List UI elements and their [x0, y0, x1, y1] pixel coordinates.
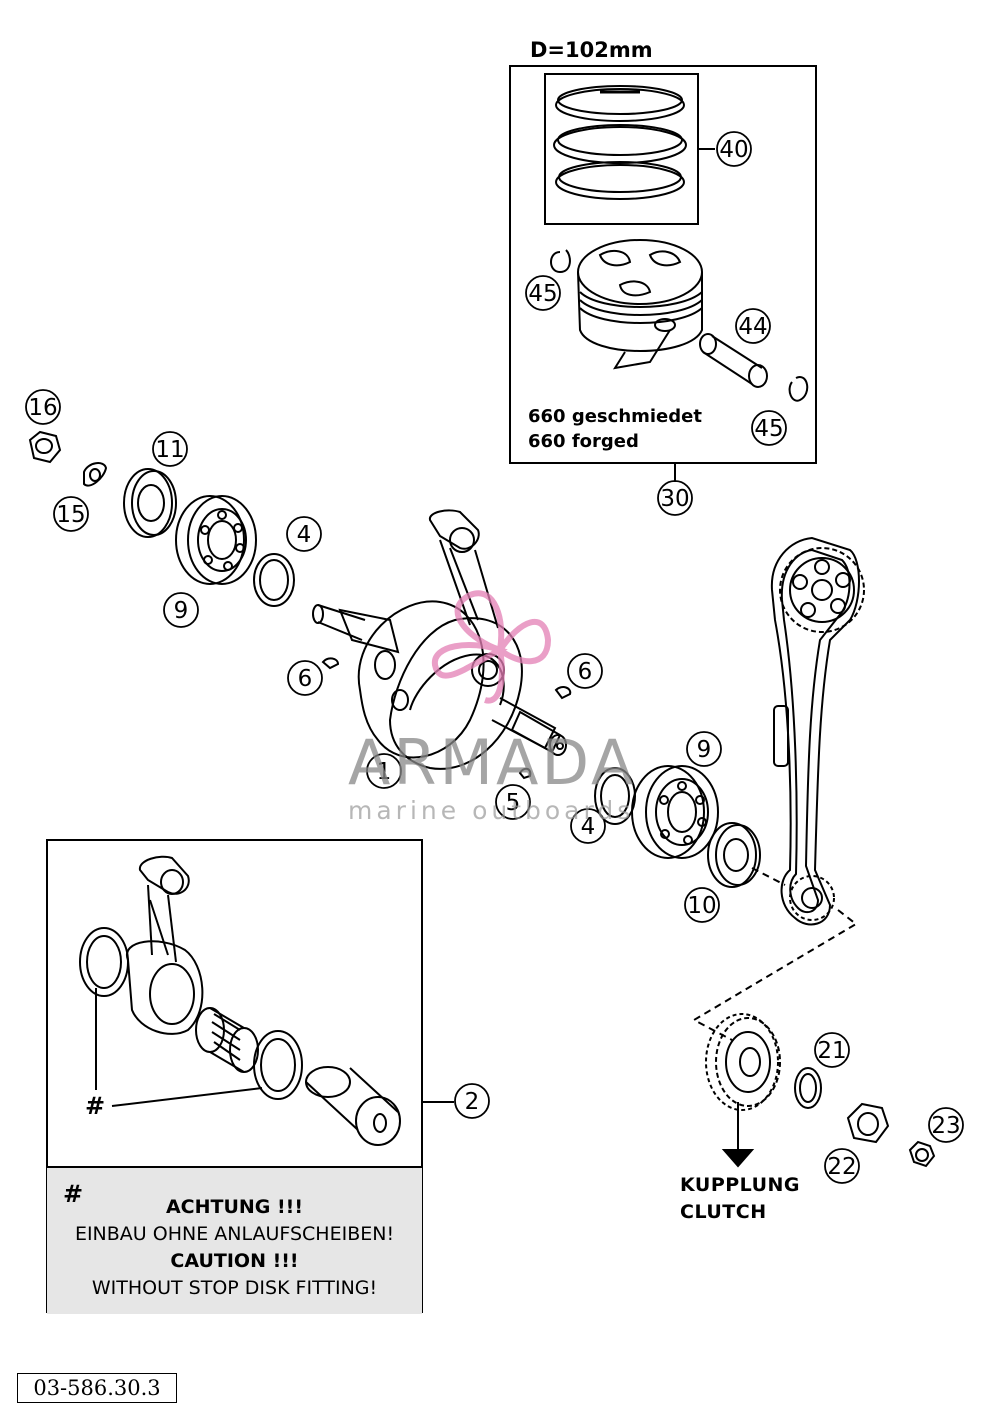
conrod [125, 855, 204, 1035]
hash-marker: # [85, 1092, 106, 1120]
main-bearing-right [631, 765, 719, 859]
notice-einbau: EINBAU OHNE ANLAUFSCHEIBEN! [74, 1223, 395, 1245]
woodruff-key-5 [518, 767, 532, 780]
crank-sprocket [789, 875, 835, 921]
piston-kit-frame [509, 65, 817, 464]
circlip-21 [794, 1067, 822, 1109]
nut-23 [908, 1140, 936, 1168]
watermark-title: ARMADA [348, 726, 637, 799]
assembly-dashed-line [751, 867, 786, 886]
notice-without: WITHOUT STOP DISK FITTING! [91, 1277, 378, 1299]
piston-text-de: 660 geschmiedet [528, 406, 702, 427]
shaft-seal-10 [707, 822, 761, 888]
notice-achtung: ACHTUNG !!! [165, 1196, 304, 1218]
piston [577, 239, 703, 370]
thrust-washer-bottom [253, 1030, 303, 1100]
piston-pin [699, 333, 768, 388]
callout-45-right: 45 [754, 416, 783, 442]
piston-circlip-right [788, 376, 809, 402]
piston-rings [553, 85, 687, 200]
callout-4-right: 4 [581, 814, 596, 840]
callout-44: 44 [738, 314, 767, 340]
callout-5: 5 [506, 790, 521, 816]
callout-15: 15 [56, 502, 85, 528]
notice-hash: # [63, 1180, 84, 1208]
crank-pin [305, 1066, 401, 1146]
clutch-label-de: KUPPLUNG [680, 1174, 801, 1196]
callout-6-left: 6 [298, 666, 313, 692]
callout-23: 23 [931, 1113, 960, 1139]
nut-16 [28, 430, 62, 464]
callout-9-right: 9 [697, 737, 712, 763]
callout-2: 2 [465, 1089, 480, 1115]
clutch-label-en: CLUTCH [680, 1201, 767, 1223]
callout-21: 21 [817, 1038, 846, 1064]
primary-gear [705, 1013, 781, 1111]
lock-washer-15 [83, 462, 108, 487]
callout-9-left: 9 [174, 598, 189, 624]
document-number: 03-586.30.3 [17, 1373, 177, 1403]
chain-tensioner-guide [773, 705, 789, 767]
woodruff-key-right [554, 686, 572, 700]
piston-circlip-top [550, 249, 571, 274]
hash-leader-lines [95, 988, 263, 1107]
caution-notice: # ACHTUNG !!! EINBAU OHNE ANLAUFSCHEIBEN… [47, 1166, 422, 1314]
callout-16: 16 [28, 395, 57, 421]
callout-4-left: 4 [297, 522, 312, 548]
callout-40: 40 [719, 137, 748, 163]
callout-1: 1 [377, 759, 392, 785]
bore-label: D=102mm [530, 38, 653, 62]
nut-22 [846, 1102, 890, 1144]
clutch-arrow-icon [721, 1102, 755, 1168]
callout-6-right: 6 [578, 659, 593, 685]
shaft-seal-11 [123, 468, 177, 538]
camshaft-sprocket [779, 547, 865, 633]
callout-10: 10 [687, 893, 716, 919]
main-bearing-left [175, 495, 257, 585]
timing-chain [770, 536, 860, 926]
callout-45-top: 45 [528, 281, 557, 307]
shim-left [253, 553, 295, 607]
thrust-washer-top [79, 927, 129, 997]
notice-caution: CAUTION !!! [170, 1250, 299, 1272]
callout-11: 11 [155, 437, 184, 463]
watermark-subtitle: marine outboards [348, 796, 635, 825]
watermark-logo-icon [431, 590, 552, 704]
callout-22: 22 [827, 1154, 856, 1180]
callout-30: 30 [660, 486, 689, 512]
needle-bearing [195, 1007, 259, 1073]
woodruff-key-left [321, 657, 340, 670]
piston-text-en: 660 forged [528, 431, 639, 452]
assembly-dashed-line-2 [691, 909, 858, 1041]
